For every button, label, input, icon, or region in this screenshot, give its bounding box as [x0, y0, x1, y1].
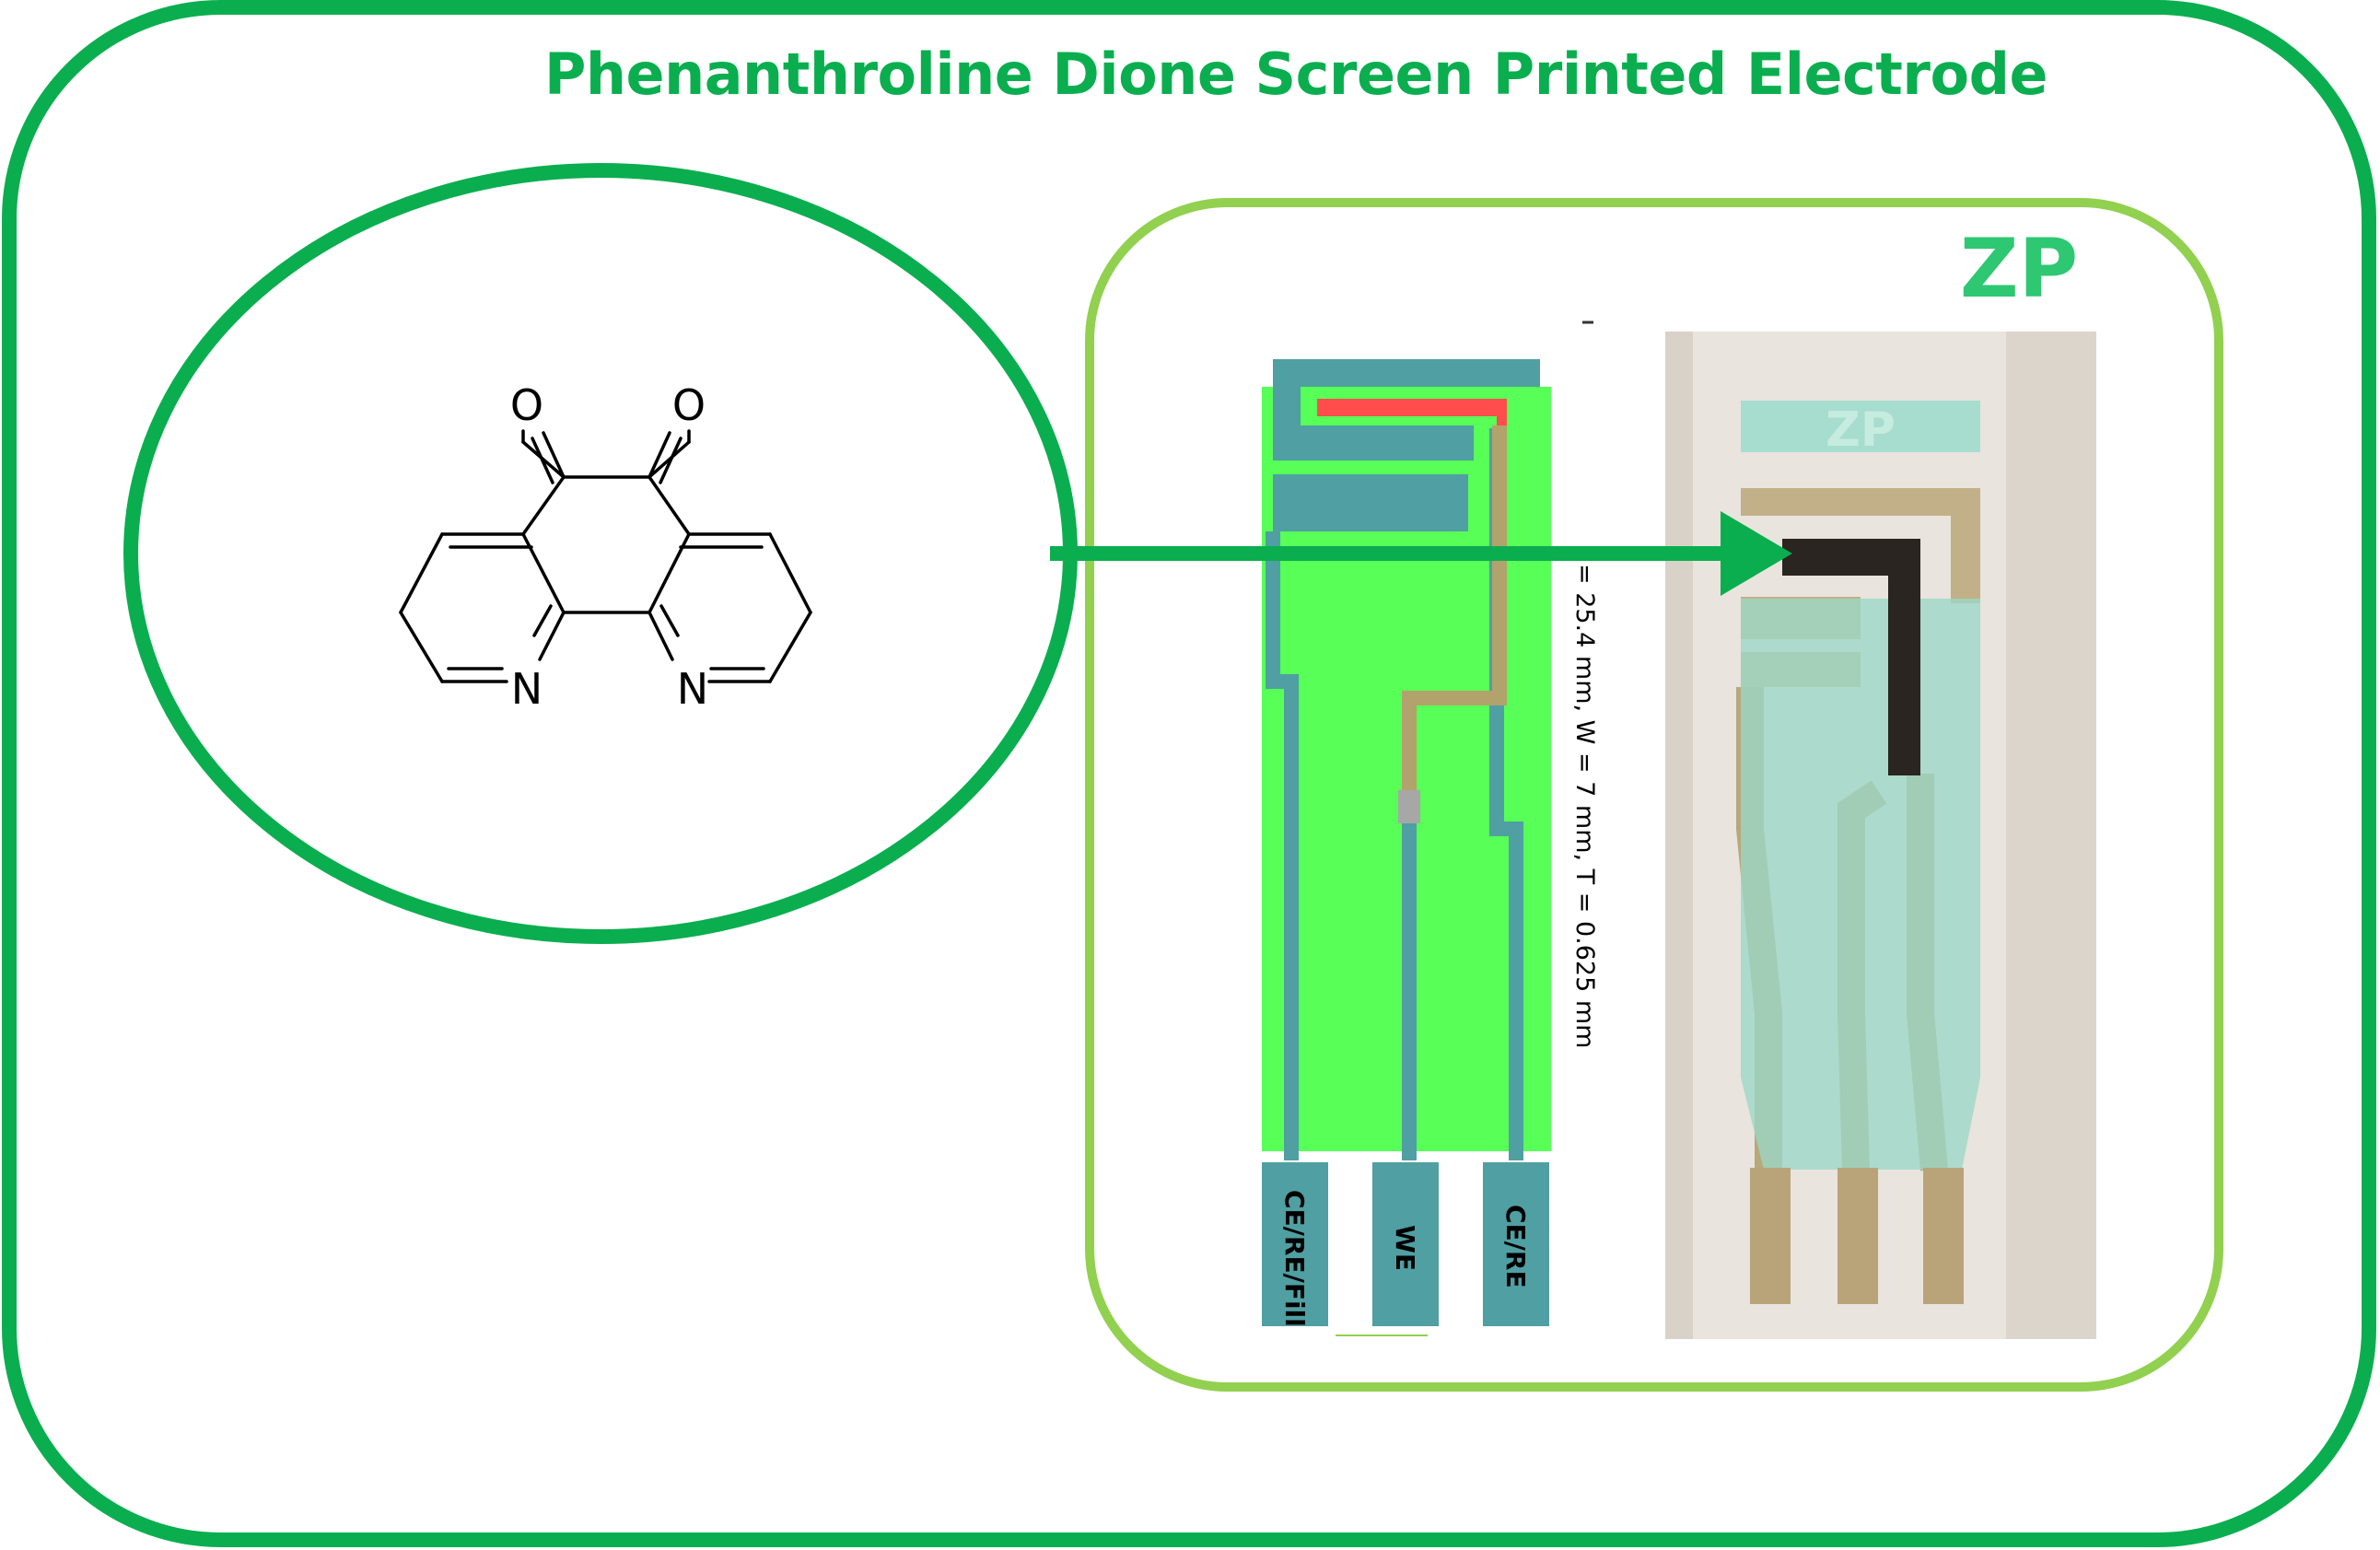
dimension-text: = 25.4 mm, W = 7 mm, T = 0.625 mm	[1570, 564, 1599, 1048]
arrow	[1050, 511, 1792, 596]
schematic-pad-3	[1483, 1162, 1549, 1326]
schematic-pad-1	[1262, 1162, 1328, 1326]
schematic-tan-trace	[1402, 425, 1507, 810]
pad-label-we: WE	[1390, 1225, 1420, 1271]
electrode-schematic: CE/RE/Fill WE CE/RE = 25.4 mm, W = 7 mm,…	[1262, 320, 1599, 1336]
photo-logo: ZP	[1826, 402, 1896, 458]
schematic-pad-2	[1372, 1162, 1439, 1326]
pad-label-ce-re-fill: CE/RE/Fill	[1279, 1190, 1310, 1327]
inner-frame	[1085, 198, 2223, 1392]
photo-carbon-electrode	[1782, 539, 1920, 775]
pad-label-ce-re: CE/RE	[1500, 1205, 1531, 1288]
schematic-teal-frame	[1273, 359, 1540, 460]
nitrogen-label-left: N	[511, 664, 542, 714]
diagram-title: Phenanthroline Dione Screen Printed Elec…	[543, 41, 2048, 108]
molecule-ellipse	[123, 163, 1078, 944]
electrode-photo: ZP	[1665, 332, 2096, 1339]
phenanthroline-dione-structure	[399, 429, 812, 683]
oxygen-label-left: O	[510, 380, 543, 430]
oxygen-label-right: O	[672, 380, 706, 430]
zp-logo: ZP	[1960, 221, 2078, 316]
nitrogen-label-right: N	[677, 664, 708, 714]
schematic-red-electrode	[1317, 399, 1507, 425]
